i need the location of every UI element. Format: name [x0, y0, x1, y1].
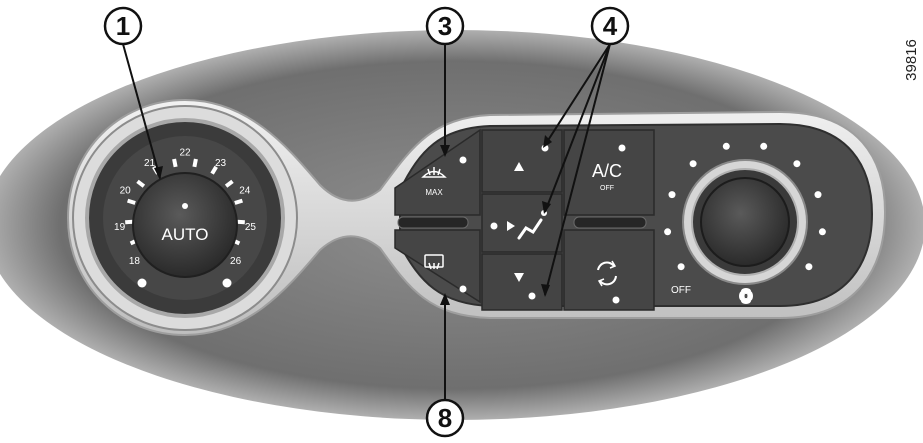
max-defrost-indicator-light: [459, 156, 467, 164]
temperature-label-19: 19: [114, 222, 126, 233]
fan-speed-light: [677, 263, 685, 271]
down-arrow-icon: [514, 273, 524, 282]
temperature-dash: [224, 179, 234, 188]
callout-label-8: 8: [438, 403, 452, 433]
auto-label: AUTO: [162, 225, 209, 244]
temperature-dash: [210, 165, 218, 175]
leader-line-4a: [544, 43, 611, 146]
temperature-dash: [236, 219, 245, 225]
play-arrow-icon: [507, 221, 515, 231]
recirculation-icon: [597, 260, 617, 287]
temperature-label-20: 20: [120, 186, 132, 197]
callout-circle-3: [425, 6, 465, 46]
fan-speed-light: [760, 142, 768, 150]
seat-person-icon: [517, 218, 543, 240]
fan-speed-light: [722, 142, 730, 150]
temperature-label-21: 21: [144, 158, 156, 169]
distribution-indicator-light: [490, 222, 498, 230]
air-down-indicator-light: [528, 292, 536, 300]
right-column-divider: [573, 216, 647, 229]
ac-button[interactable]: [563, 129, 655, 216]
auto-indicator-light: [182, 203, 188, 209]
fan-icon: [739, 288, 753, 304]
temperature-label-23: 23: [215, 158, 227, 169]
temperature-label-25: 25: [245, 222, 257, 233]
temperature-dash: [136, 179, 146, 188]
fan-speed-light: [668, 191, 676, 199]
temperature-dash: [192, 158, 198, 168]
fan-speed-light: [664, 228, 672, 236]
temperature-label-22: 22: [179, 148, 191, 159]
recirculation-indicator-light: [612, 296, 620, 304]
leader-line-1: [122, 43, 161, 179]
windscreen-defrost-icon: [421, 167, 447, 178]
fan-speed-light: [805, 263, 813, 271]
ac-indicator-light: [618, 144, 626, 152]
callout-circle-1: [103, 6, 143, 46]
fan-speed-light: [814, 191, 822, 199]
callout-arrowheads: [154, 135, 552, 305]
ac-off-label: OFF: [600, 185, 614, 192]
left-column-divider: [397, 216, 469, 229]
temperature-label-24: 24: [239, 186, 251, 197]
leader-line-4c: [544, 43, 611, 296]
callout-label-1: 1: [116, 11, 130, 41]
air-up-button[interactable]: [481, 129, 563, 193]
ac-label: A/C: [592, 161, 622, 181]
fan-speed-lights: [664, 142, 826, 271]
temperature-dash: [172, 158, 178, 168]
callout-circle-8: [425, 398, 465, 438]
fan-off-label: OFF: [671, 285, 691, 296]
temperature-dash: [126, 198, 136, 205]
max-label: MAX: [425, 188, 443, 197]
rear-defrost-icon: [424, 254, 444, 270]
dial-end-light-right: [222, 278, 232, 288]
recirculation-button[interactable]: [563, 229, 655, 311]
callout-label-3: 3: [438, 11, 452, 41]
temperature-knob[interactable]: [132, 172, 238, 278]
fan-speed-knob[interactable]: [700, 177, 790, 267]
dial-end-light-left: [137, 278, 147, 288]
temperature-scale: 18 19 20 21 22 23 24 25 26: [114, 148, 256, 267]
callout-label-4: 4: [603, 11, 618, 41]
callout-leader-lines: [122, 43, 611, 400]
air-down-button[interactable]: [481, 253, 563, 311]
temperature-label-18: 18: [129, 256, 141, 267]
callout-circle-4: [590, 6, 630, 46]
rear-defrost-indicator-light: [459, 285, 467, 293]
figure-id: 39816: [903, 39, 920, 81]
fan-speed-light: [818, 228, 826, 236]
temperature-label-26: 26: [230, 256, 242, 267]
temperature-dash: [234, 198, 244, 205]
leader-line-4b: [544, 43, 611, 213]
up-arrow-icon: [514, 162, 524, 171]
temperature-dash: [125, 219, 134, 225]
fan-speed-light: [689, 160, 697, 168]
fan-speed-light: [793, 160, 801, 168]
air-up-indicator-light: [541, 144, 549, 152]
